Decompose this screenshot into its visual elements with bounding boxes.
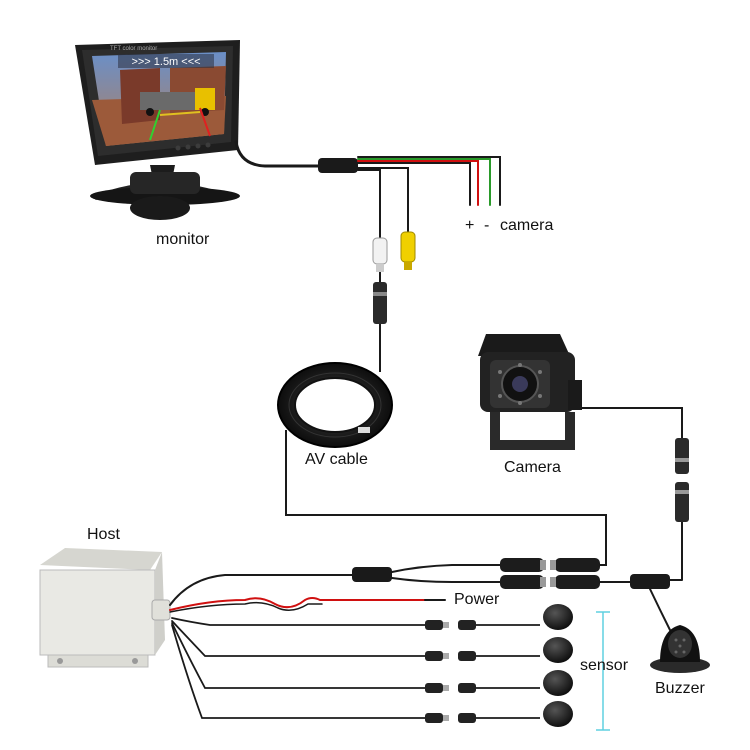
label-minus: - <box>484 217 490 234</box>
label-monitor: monitor <box>156 231 210 248</box>
sensor-row-1 <box>425 604 573 630</box>
host-wiring <box>169 558 683 719</box>
sensor-row-2 <box>425 637 573 663</box>
av-cable-connector-top <box>373 272 387 372</box>
label-power: Power <box>454 591 500 608</box>
av-cable-reel <box>277 362 607 562</box>
rca-plug-yellow <box>400 231 416 270</box>
camera-device <box>478 334 582 450</box>
sensor-bracket <box>596 611 610 731</box>
sensor-row-3 <box>425 670 573 696</box>
buzzer-device <box>650 625 710 673</box>
label-camera: Camera <box>504 459 561 476</box>
label-camera-wires: camera <box>500 217 554 234</box>
monitor-screen: >>> 1.5m <<< TFT color monitor <box>92 46 226 146</box>
parking-sensor <box>543 670 573 696</box>
parking-sensor <box>543 604 573 630</box>
label-sensor: sensor <box>580 657 629 674</box>
rca-plug-white <box>372 237 388 272</box>
parking-sensor <box>543 637 573 663</box>
monitor-device: >>> 1.5m <<< TFT color monitor <box>75 40 240 220</box>
host-box <box>39 548 171 668</box>
distance-readout: >>> 1.5m <<< <box>131 56 200 68</box>
monitor-wiring <box>234 140 501 239</box>
monitor-brand-text: TFT color monitor <box>110 46 157 52</box>
label-buzzer: Buzzer <box>655 680 705 697</box>
parking-sensor <box>543 701 573 727</box>
label-av-cable: AV cable <box>305 451 368 468</box>
label-host: Host <box>87 526 120 543</box>
sensor-row-4 <box>425 701 573 727</box>
camera-wiring <box>582 407 689 580</box>
label-plus: + <box>465 217 475 234</box>
